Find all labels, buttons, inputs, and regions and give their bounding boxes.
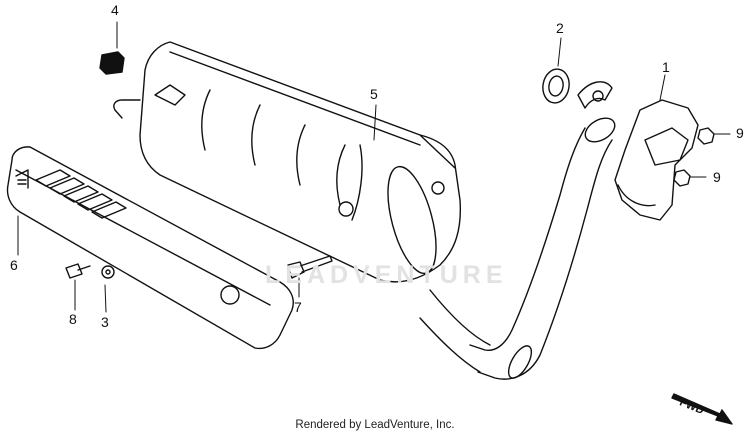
bolt	[287, 255, 333, 279]
callout-3: 3	[101, 314, 109, 330]
exhaust-pipe-bracket	[614, 99, 699, 221]
callout-8: 8	[69, 311, 77, 327]
callout-2: 2	[556, 20, 564, 36]
bolt-small	[65, 263, 91, 279]
nut-rubber-cap	[99, 51, 125, 75]
forward-arrow-icon	[671, 393, 733, 425]
callout-1: 1	[662, 59, 670, 75]
muffler	[113, 41, 462, 283]
washer	[101, 265, 115, 279]
exhaust-pipe	[419, 81, 616, 380]
nut-lower	[673, 169, 691, 187]
footer-credit: Rendered by LeadVenture, Inc.	[295, 419, 455, 431]
gasket	[542, 68, 570, 104]
leader-lines	[17, 21, 731, 313]
callout-7: 7	[294, 299, 302, 315]
nut-upper	[697, 127, 715, 145]
callout-9-lower: 9	[713, 169, 721, 185]
callout-4: 4	[111, 2, 119, 18]
callout-5: 5	[370, 86, 378, 102]
callout-6: 6	[10, 257, 18, 273]
callout-9-upper: 9	[736, 125, 744, 141]
watermark: LEADVENTURE	[265, 261, 508, 289]
muffler-protector	[6, 146, 294, 350]
